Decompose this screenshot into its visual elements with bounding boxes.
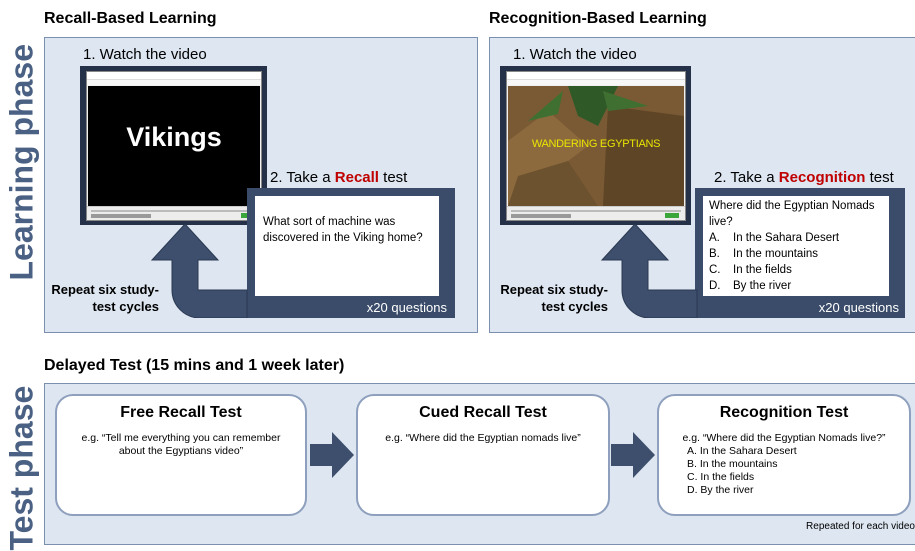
recall-video-screen: Vikings [88,86,260,206]
recall-panel-title: Recall-Based Learning [44,10,217,27]
recall-repeat-line2: test cycles [92,299,160,314]
option-text: In the Sahara Desert [733,232,840,244]
option-text: In the fields [733,264,792,276]
player-titlebar [507,72,685,80]
player-menubar [507,80,685,85]
recognition-test-example: e.g. “Where did the Egyptian Nomads live… [659,432,909,497]
recognition-step2-label: 2. Take a Recognition test [714,169,894,186]
option-text: In the mountains [733,248,819,260]
recall-quiz-card: What sort of machine was discovered in t… [255,196,439,296]
option-letter: C. [709,264,721,276]
option-c: C. In the fields [709,262,883,278]
free-recall-title: Free Recall Test [120,404,242,421]
recall-quiz-frame: What sort of machine was discovered in t… [247,188,455,318]
recognition-video-title: WANDERING EGYPTIANS [531,138,661,150]
recall-video-player[interactable]: Vikings [86,71,262,221]
recognition-test-title: Recognition Test [719,404,849,421]
recognition-test-box: Recognition Test e.g. “Where did the Egy… [657,394,911,516]
recall-question: What sort of machine was discovered in t… [263,216,423,244]
option-letter: B. [709,248,720,260]
recognition-panel: 1. Watch the video WANDERING EGYPTIANS [489,37,915,333]
recognition-video-player[interactable]: WANDERING EGYPTIANS [506,71,686,221]
playback-buttons[interactable] [511,214,571,218]
player-titlebar [87,72,261,80]
recognition-questions-count: x20 questions [818,300,899,315]
recognition-quiz-card: Where did the Egyptian Nomads live? A. In… [703,196,889,296]
recognition-test-option: D. By the river [687,484,754,496]
option-d: D. By the river [709,278,883,294]
free-recall-line1: e.g. “Tell me everything you can remembe… [81,432,281,444]
right-arrow-icon [611,432,655,478]
recognition-test-option: A. In the Sahara Desert [687,445,797,457]
recognition-repeat-line1: Repeat six study- [500,282,608,297]
recognition-step2-prefix: 2. Take a [714,169,775,186]
recognition-step1-label: 1. Watch the video [513,46,637,63]
recognition-quiz-frame: Where did the Egyptian Nomads live? A. In… [695,188,905,318]
recognition-test-line1: e.g. “Where did the Egyptian Nomads live… [682,432,886,444]
seek-bar[interactable] [91,210,257,212]
recognition-video-frame: WANDERING EGYPTIANS [500,66,691,225]
recognition-test-option: B. In the mountains [687,458,778,470]
test-phase-label: Test phase [3,385,40,551]
option-text: By the river [733,280,792,292]
recognition-repeat-arrow-icon [600,223,698,318]
recognition-emphasis: Recognition [778,169,866,186]
delayed-test-title: Delayed Test (15 mins and 1 week later) [44,357,345,374]
option-letter: A. [709,232,720,244]
repeated-footnote: Repeated for each video [806,521,915,532]
recognition-repeat-line2: test cycles [541,299,609,314]
option-a: A. In the Sahara Desert [709,230,883,246]
recall-step2-prefix: 2. Take a [270,169,331,186]
right-arrow-icon [310,432,354,478]
recall-video-frame: Vikings [80,66,267,225]
recognition-video-screen: WANDERING EGYPTIANS [508,86,684,206]
recognition-panel-title: Recognition-Based Learning [489,10,707,27]
player-controls[interactable] [507,206,685,220]
recall-step2-label: 2. Take a Recall test [270,169,407,186]
cued-recall-line1: e.g. “Where did the Egyptian nomads live… [385,432,581,444]
recall-repeat-label: Repeat six study- test cycles [51,281,159,315]
option-letter: D. [709,280,721,292]
recall-repeat-line1: Repeat six study- [51,282,159,297]
free-recall-test-box: Free Recall Test e.g. “Tell me everythin… [55,394,307,516]
cued-recall-example: e.g. “Where did the Egyptian nomads live… [358,432,608,445]
free-recall-example: e.g. “Tell me everything you can remembe… [57,432,305,458]
recall-step1-label: 1. Watch the video [83,46,207,63]
recall-panel: 1. Watch the video Vikings 2. Take a Rec… [44,37,478,333]
recognition-step2-suffix: test [869,169,894,186]
recall-video-title: Vikings [126,122,222,152]
delayed-test-panel: Free Recall Test e.g. “Tell me everythin… [44,383,915,545]
free-recall-line2: about the Egyptians video” [118,445,244,457]
recognition-test-options: A. In the Sahara Desert B. In the mounta… [659,445,909,497]
recognition-repeat-label: Repeat six study- test cycles [500,281,608,315]
player-menubar [87,80,261,85]
recognition-test-option: C. In the fields [687,471,755,483]
option-b: B. In the mountains [709,246,883,262]
playback-buttons[interactable] [91,214,151,218]
recall-questions-count: x20 questions [366,300,447,315]
recall-emphasis: Recall [334,169,379,186]
cued-recall-test-box: Cued Recall Test e.g. “Where did the Egy… [356,394,610,516]
volume-icon[interactable] [665,213,679,218]
cued-recall-title: Cued Recall Test [419,404,547,421]
recognition-question: Where did the Egyptian Nomads live? [709,200,875,228]
learning-phase-label: Learning phase [3,44,40,281]
seek-bar[interactable] [511,210,681,212]
recall-step2-suffix: test [383,169,408,186]
egyptian-scene-illustration [508,86,684,206]
recall-repeat-arrow-icon [150,223,248,318]
